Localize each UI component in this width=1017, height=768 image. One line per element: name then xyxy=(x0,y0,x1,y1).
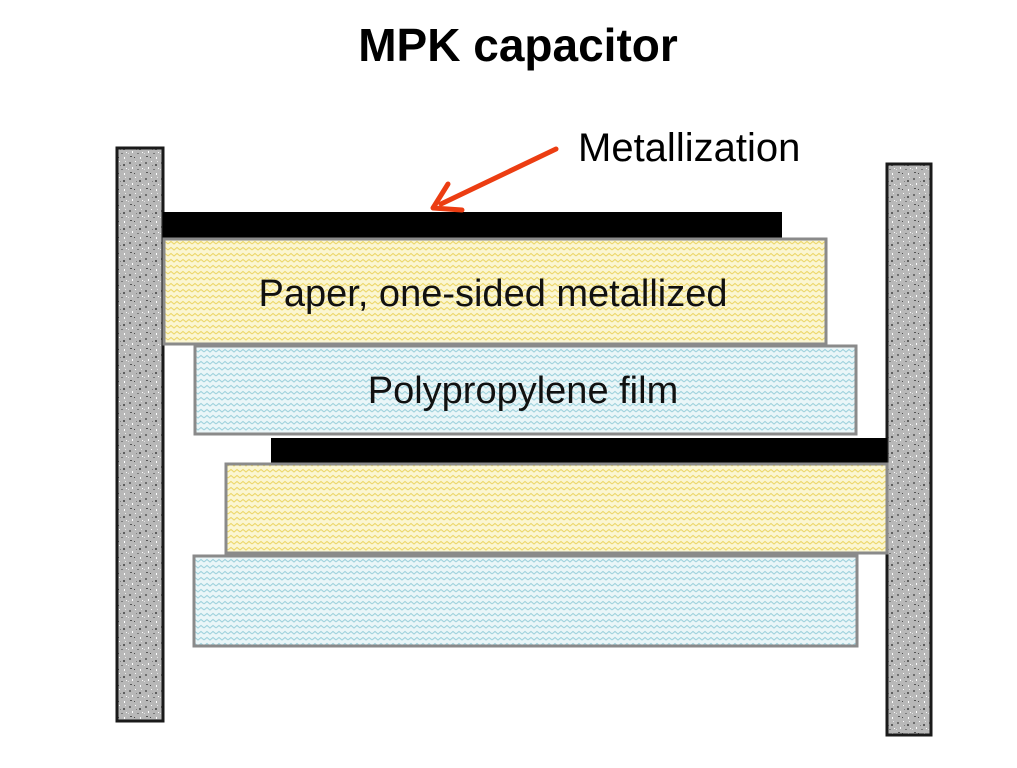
film-layer-top xyxy=(193,344,858,436)
right-electrode xyxy=(885,162,933,737)
metallization-arrow xyxy=(430,146,559,213)
paper-layer-top xyxy=(162,237,828,346)
paper-layer-label: Paper, one-sided metallized xyxy=(259,273,728,315)
paper-layer-bottom xyxy=(224,462,889,555)
metallization-label: Metallization xyxy=(578,126,801,170)
film-layer-bottom xyxy=(192,554,859,648)
metallization-layer-bottom xyxy=(271,438,887,463)
metallization-layer-top xyxy=(163,212,782,238)
film-layer-label: Polypropylene film xyxy=(368,370,678,412)
left-electrode xyxy=(115,146,165,723)
diagram-title: MPK capacitor xyxy=(358,19,678,71)
